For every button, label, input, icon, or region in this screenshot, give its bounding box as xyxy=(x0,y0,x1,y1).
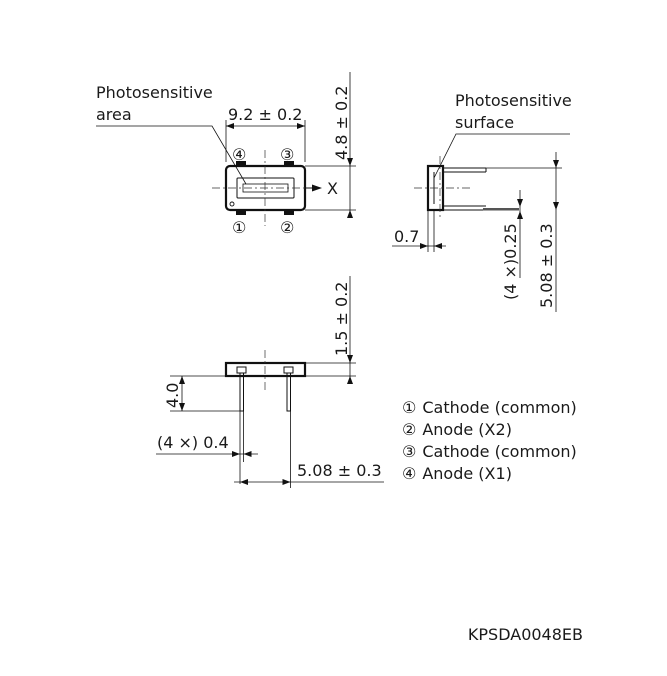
legend-marker-1: ① xyxy=(402,398,416,417)
lead-thick-arrow-left xyxy=(232,451,240,457)
side-lead-lower-tip xyxy=(483,208,519,211)
thickness-dimension-label: 1.5 ± 0.2 xyxy=(332,282,351,356)
front-socket-left xyxy=(236,366,247,374)
front-socket-right xyxy=(283,366,294,374)
lead-thickness-dimension-label: (4 ×) 0.4 xyxy=(157,433,229,452)
legend-text-4: Anode (X1) xyxy=(422,464,512,483)
x-axis-label: X xyxy=(327,179,338,198)
height-arrow-bottom xyxy=(347,210,353,218)
width-arrow-right xyxy=(297,123,305,129)
drawing-code: KPSDA0048EB xyxy=(468,625,583,644)
photosensitive-area-leader xyxy=(96,125,247,185)
front-pitch-arrow-left xyxy=(240,479,248,485)
thickness-arrow-bottom xyxy=(347,376,353,384)
lead-length-dimension-label: 4.0 xyxy=(163,383,182,408)
photosensitive-surface-label-line2: surface xyxy=(455,113,514,132)
pin1-index-dot xyxy=(229,201,235,207)
offset-dimension-label: 0.7 xyxy=(394,227,419,246)
width-dimension-label: 9.2 ± 0.2 xyxy=(228,105,302,124)
pin2-marker: ② xyxy=(280,218,294,237)
pin3-marker: ③ xyxy=(280,145,294,164)
lead-tab-1 xyxy=(236,210,246,215)
legend-marker-3: ③ xyxy=(402,442,416,461)
side-pitch-arrow-bottom xyxy=(553,202,559,210)
side-pitch-dimension-label: 5.08 ± 0.3 xyxy=(537,223,556,308)
offset-arrow-right xyxy=(434,243,442,249)
side-lead-lower xyxy=(443,205,486,211)
legend-text-1: Cathode (common) xyxy=(422,398,576,417)
front-pitch-arrow-right xyxy=(282,479,291,485)
height-dimension-label: 4.8 ± 0.2 xyxy=(332,86,351,160)
lead-width-dimension-label: (4 ×)0.25 xyxy=(501,223,520,300)
lead-length-arrow-top xyxy=(179,376,185,384)
front-lead-left xyxy=(239,372,244,412)
lead-width-arrow-bottom xyxy=(517,211,523,219)
legend-text-3: Cathode (common) xyxy=(422,442,576,461)
front-pitch-dimension-label: 5.08 ± 0.3 xyxy=(297,461,382,480)
legend-item-1: ① Cathode (common) xyxy=(402,398,577,417)
pin-legend: ① Cathode (common) ② Anode (X2) ③ Cathode (… xyxy=(402,398,577,483)
top-view: Photosensitive area X ④ ③ ① ② 9.2 ± 0 xyxy=(96,72,356,237)
side-pitch-arrow-top xyxy=(553,160,559,168)
x-axis-arrowhead xyxy=(312,184,322,192)
photosensitive-area-label-line1: Photosensitive xyxy=(96,83,213,102)
lead-length-arrow-bottom xyxy=(179,403,185,411)
package-body-front xyxy=(224,361,307,378)
photosensitive-area-label-line2: area xyxy=(96,105,132,124)
thickness-arrow-top xyxy=(347,355,353,363)
lead-width-arrow-top xyxy=(517,199,523,207)
offset-arrow-left xyxy=(420,243,428,249)
front-lead-right xyxy=(286,372,291,412)
legend-marker-4: ④ xyxy=(402,464,416,483)
legend-marker-2: ② xyxy=(402,420,416,439)
side-lead-upper xyxy=(443,167,487,173)
side-view: Photosensitive surface 0.7 (4 ×)0.25 5.0… xyxy=(392,91,572,312)
lead-tab-2 xyxy=(284,210,294,215)
legend-item-3: ③ Cathode (common) xyxy=(402,442,577,461)
photosensitive-surface-label-line1: Photosensitive xyxy=(455,91,572,110)
front-view: 1.5 ± 0.2 4.0 (4 ×) 0.4 5.08 ± 0.3 xyxy=(156,276,384,488)
legend-item-2: ② Anode (X2) xyxy=(402,420,512,439)
height-arrow-top xyxy=(347,158,353,166)
pin1-marker: ① xyxy=(232,218,246,237)
photosensitive-surface-leader xyxy=(433,133,570,179)
lead-tab-3 xyxy=(284,161,294,166)
lead-thick-arrow-right xyxy=(243,451,252,457)
pin4-marker: ④ xyxy=(232,145,246,164)
legend-item-4: ④ Anode (X1) xyxy=(402,464,512,483)
lead-tab-4 xyxy=(236,161,246,166)
legend-text-2: Anode (X2) xyxy=(422,420,512,439)
width-arrow-left xyxy=(226,123,234,129)
